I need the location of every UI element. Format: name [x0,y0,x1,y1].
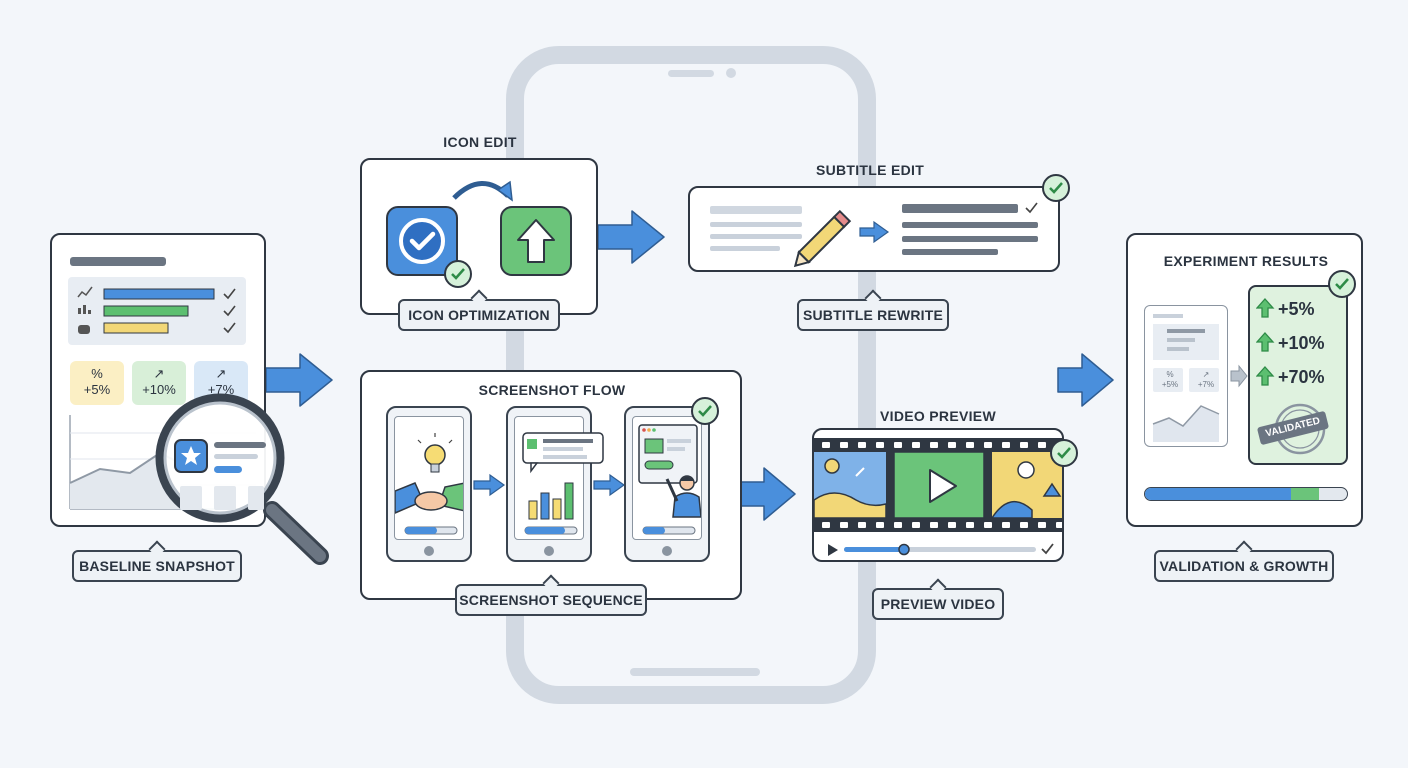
pencil-icon [793,209,852,268]
screenshot-flow-panel: SCREENSHOT FLOW [360,370,742,600]
validation-growth-tag: VALIDATION & GROWTH [1154,550,1334,582]
validation-progress [1144,487,1348,501]
check-badge-icon [1042,174,1070,202]
preview-video-tag: PREVIEW VIDEO [872,588,1004,620]
screenshot-sequence-tag: SCREENSHOT SEQUENCE [455,584,647,616]
experiment-results-title: EXPERIMENT RESULTS [1163,253,1329,269]
result-row-1: +5% [1278,299,1315,319]
screenshot-flow-title: SCREENSHOT FLOW [478,382,626,398]
results-baseline-thumb: % +5% ↗ +7% [1144,305,1228,447]
old-app-icon [386,206,458,276]
subtitle-edit-panel [688,186,1060,272]
baseline-metric-1: % +5% [70,361,124,405]
check-badge-icon [1050,439,1078,467]
validation-progress-fill [1145,488,1319,500]
arrow-to-results [1057,353,1114,407]
screenshot-phone-1 [386,406,472,562]
check-badge-icon [691,397,719,425]
screenshot-phone-3 [624,406,710,562]
experiment-results-panel: EXPERIMENT RESULTS % +5% ↗ +7% +5 [1126,233,1363,527]
icon-optimization-tag: ICON OPTIMIZATION [398,299,560,331]
baseline-bars-card [68,277,246,345]
subtitle-rewrite-tag: SUBTITLE REWRITE [797,299,949,331]
result-row-2: +10% [1278,333,1325,353]
check-badge-icon [1328,270,1356,298]
arrow-icon-to-subtitle [597,210,665,264]
video-preview-panel [812,428,1064,562]
arrow-baseline-to-screenshot [265,353,333,407]
result-row-3: +70% [1278,367,1325,387]
screenshot-phone-2 [506,406,604,562]
baseline-metric-2: ↗ +10% [132,361,186,405]
video-filmstrip [814,438,1062,556]
icon-edit-title: ICON EDIT [443,134,517,150]
new-app-icon [500,206,572,276]
baseline-snapshot-tag: BASELINE SNAPSHOT [72,550,242,582]
video-preview-title: VIDEO PREVIEW [880,408,996,424]
results-card: +5% +10% +70% VALIDATED [1248,285,1348,465]
check-badge-icon [444,260,472,288]
subtitle-edit-title: SUBTITLE EDIT [815,162,925,178]
